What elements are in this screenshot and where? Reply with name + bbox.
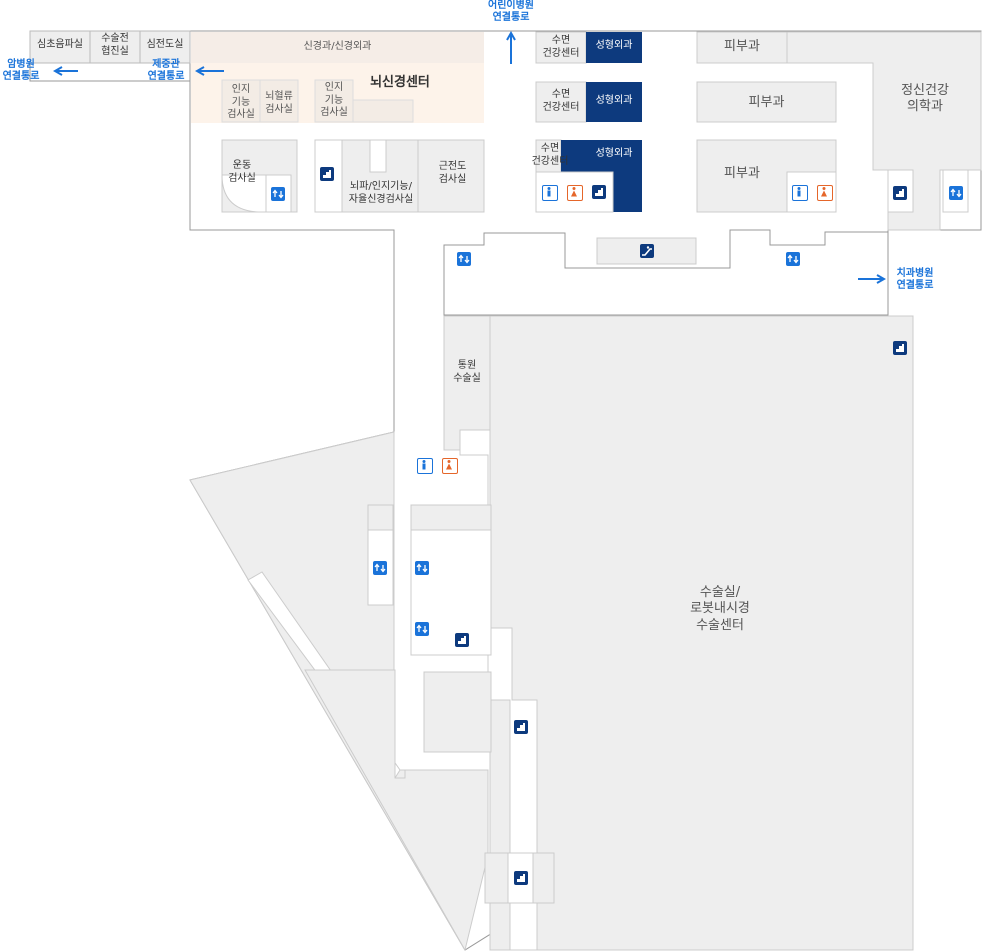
restroom-women-icon [567,185,583,201]
label-emg-test: 근전도 검사실 [438,161,467,185]
restroom-women-icon [442,458,458,474]
label-exercise-test: 운동 검사실 [228,160,256,184]
corridor [443,229,889,316]
label-sleep-2: 수면 건강센터 [542,89,580,113]
elevator-icon [415,561,429,575]
core-top-bar [367,504,394,531]
elevator-icon [457,252,471,266]
label-derm-1: 피부과 [724,39,760,54]
label-plastic-1: 성형외과 [595,40,633,51]
label-brain-center: 뇌신경센터 [370,75,430,90]
label-eeg-test: 뇌파/인지기능/ 자율신경검사실 [348,181,414,205]
room-neurology [191,32,484,63]
room-sleep-3 [535,139,562,173]
label-sleep-3: 수면 건강센터 [531,143,569,167]
core-block-top [410,504,492,531]
label-plastic-2: 성형외과 [595,95,633,106]
room-derm-1 [696,31,788,64]
left-wing-lower [304,669,489,951]
room-plastic-1 [586,32,642,63]
stairs-icon [592,185,606,199]
elevator-icon [271,187,285,201]
stairs-icon [893,186,907,200]
label-sleep-1: 수면 건강센터 [542,35,580,59]
room-plastic-2 [586,82,642,122]
label-psychiatry: 정신건강 의학과 [901,83,949,115]
elevator-icon [949,186,963,200]
restroom-men-icon [417,458,433,474]
room-psychiatry [786,31,982,231]
room-sleep-2 [535,81,587,123]
label-derm-2: 피부과 [748,95,785,110]
link-children-hospital[interactable]: 어린이병원 연결통로 [488,0,534,23]
restroom-women-icon [817,185,833,201]
label-cognitive-1: 인지 기능 검사실 [227,84,255,120]
label-neurology-dept: 신경과/신경외과 [303,41,372,52]
label-plastic-3: 성형외과 [595,148,633,159]
label-cerebral-blood: 뇌혈류 검사실 [265,91,293,115]
elevator-icon [415,622,429,636]
room-emg [417,139,485,213]
room-day-surgery [443,315,491,451]
restroom-men-icon [792,185,808,201]
label-cognitive-2: 인지 기능 검사실 [320,82,348,118]
link-cancer-hospital[interactable]: 암병원 연결통로 [2,59,40,82]
room-sleep-1 [535,31,587,64]
stairs-icon [514,720,528,734]
link-dental-hospital[interactable]: 치과병원 연결통로 [896,268,934,291]
elevator-icon [786,252,800,266]
elevator-icon [373,561,387,575]
label-surgery-consult: 수술전 협진실 [101,33,129,57]
restroom-men-icon [542,185,558,201]
core-gray-box [423,671,492,753]
stairs-icon [455,633,469,647]
exercise-curve [221,174,267,213]
escalator-icon [640,244,654,258]
room-derm-2 [696,81,837,123]
room-brain-sub [352,99,414,123]
label-operating: 수술실/ 로봇내시경 수술센터 [690,585,750,633]
room-cognitive-1 [221,79,261,123]
stairs-icon [320,167,334,181]
room-surgery-consult [89,30,141,64]
label-cardiac-echo: 심초음파실 [37,39,83,50]
label-derm-3: 피부과 [724,166,760,181]
stairs-icon [893,341,907,355]
label-day-surgery: 통원 수술실 [453,360,481,384]
room-ecg [139,30,191,64]
eeg-notch [369,139,387,173]
stairs-icon [514,871,528,885]
room-cerebral-blood [259,79,299,123]
link-jejung-building[interactable]: 제중관 연결통로 [147,59,185,82]
label-ecg: 심전도실 [146,39,184,50]
room-operating [489,315,914,951]
